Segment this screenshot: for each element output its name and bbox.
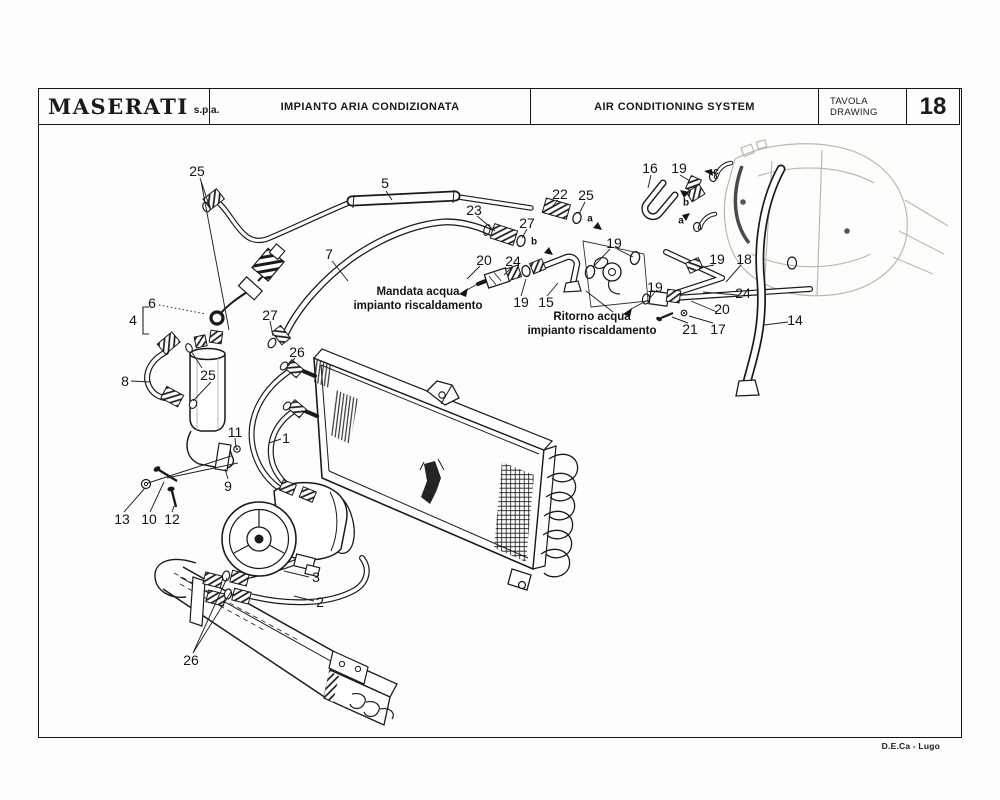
- heater-pipe-15-cluster: [476, 253, 582, 293]
- brand-cell: MASERATI s.p.a.: [39, 89, 219, 124]
- hose-7: [282, 218, 526, 337]
- heater-pipe-18: [641, 249, 813, 322]
- plate-number: 18: [919, 92, 947, 120]
- u-pipe-16: [641, 160, 734, 233]
- title-italian: IMPIANTO ARIA CONDIZIONATA: [210, 89, 531, 124]
- brand-name: MASERATI: [48, 94, 189, 119]
- plate-label-cell: TAVOLA DRAWING: [819, 89, 907, 124]
- plate-label-italian: TAVOLA: [830, 95, 868, 107]
- title-english: AIR CONDITIONING SYSTEM: [531, 89, 819, 124]
- credit-text: D.E.Ca - Lugo: [881, 741, 940, 751]
- pipe-5: [202, 188, 582, 244]
- compressor: [221, 479, 355, 578]
- title-block: MASERATI s.p.a. IMPIANTO ARIA CONDIZIONA…: [38, 88, 960, 125]
- bumper-beam: [154, 558, 398, 726]
- brand-suffix: s.p.a.: [193, 104, 220, 116]
- flow-arrows: [459, 169, 713, 317]
- hoses-1: [248, 324, 310, 501]
- receiver-drier-assembly: [140, 243, 286, 508]
- plate-label-english: DRAWING: [830, 106, 878, 118]
- heater-valve-cluster: [582, 240, 649, 308]
- condenser: [301, 348, 579, 591]
- leader-lines: [123, 174, 789, 654]
- heater-hose-14: [735, 164, 798, 397]
